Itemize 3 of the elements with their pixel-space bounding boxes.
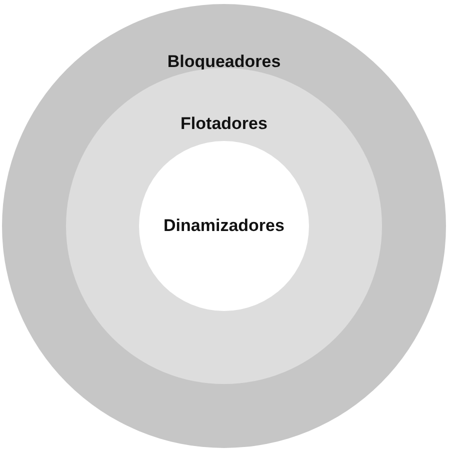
ring-label: Bloqueadores [167,52,281,72]
ring-label: Flotadores [180,114,268,134]
ring-label: Dinamizadores [164,216,284,236]
